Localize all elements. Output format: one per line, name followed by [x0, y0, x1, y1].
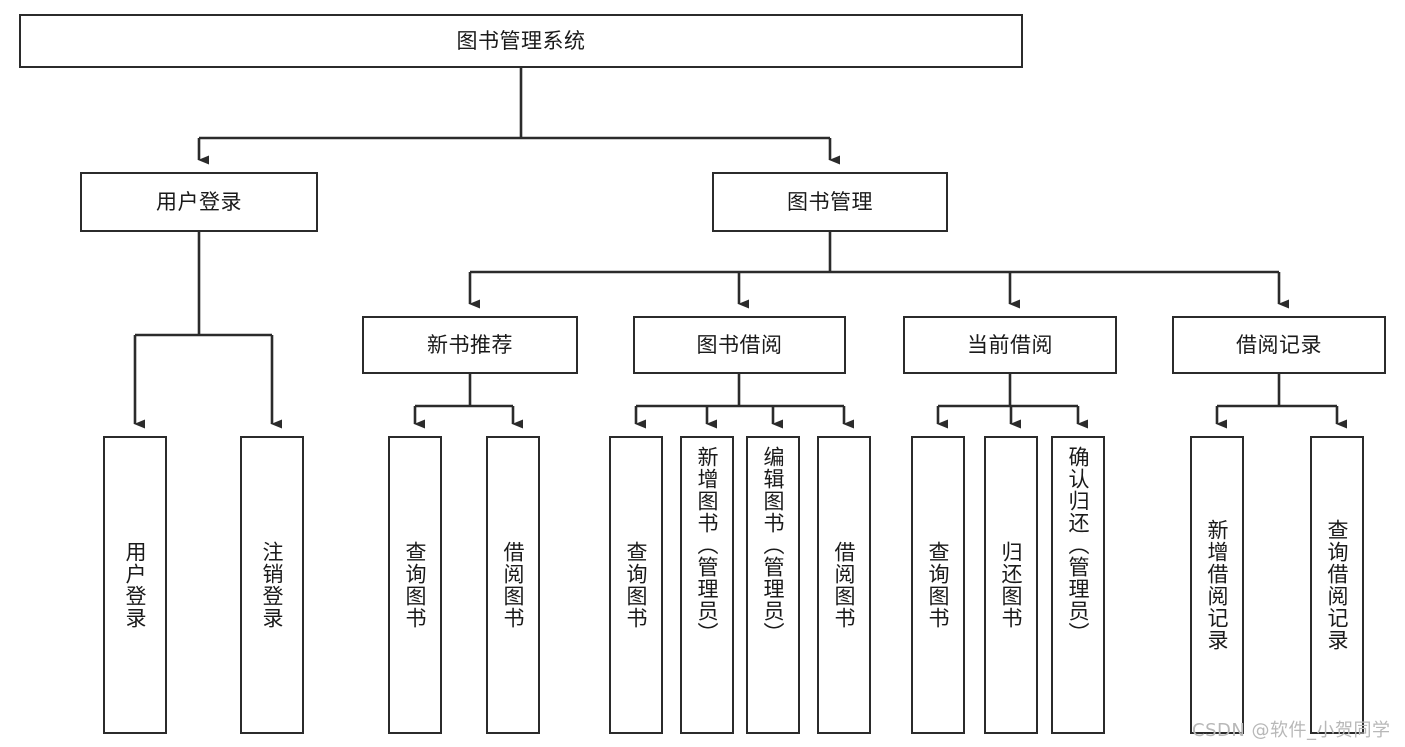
node-leaf-query-book-2[interactable]: 查询图书 [609, 436, 663, 734]
node-leaf-confirm-return[interactable]: 确认归还（管理员） [1051, 436, 1105, 734]
node-leaf-add-book-label: 新增图书（管理员） [695, 446, 720, 644]
node-current-borrow[interactable]: 当前借阅 [903, 316, 1117, 374]
node-user-login[interactable]: 用户登录 [80, 172, 318, 232]
node-new-book-recommend-label: 新书推荐 [427, 332, 513, 357]
node-leaf-edit-book[interactable]: 编辑图书（管理员） [746, 436, 800, 734]
node-leaf-borrow-book-2-label: 借阅图书 [832, 541, 857, 629]
node-leaf-add-book[interactable]: 新增图书（管理员） [680, 436, 734, 734]
node-leaf-edit-book-label: 编辑图书（管理员） [761, 446, 786, 644]
node-user-login-label: 用户登录 [156, 189, 242, 214]
node-leaf-logout[interactable]: 注销登录 [240, 436, 304, 734]
csdn-watermark: CSDN @软件_小贺同学 [1192, 720, 1391, 741]
node-leaf-query-book-2-label: 查询图书 [624, 541, 649, 629]
node-leaf-query-book-3-label: 查询图书 [926, 541, 951, 629]
node-book-borrow[interactable]: 图书借阅 [633, 316, 846, 374]
node-leaf-user-login-label: 用户登录 [123, 541, 148, 629]
node-leaf-add-record[interactable]: 新增借阅记录 [1190, 436, 1244, 734]
node-root[interactable]: 图书管理系统 [19, 14, 1023, 68]
node-new-book-recommend[interactable]: 新书推荐 [362, 316, 578, 374]
node-leaf-user-login[interactable]: 用户登录 [103, 436, 167, 734]
node-leaf-borrow-book-1-label: 借阅图书 [501, 541, 526, 629]
node-leaf-query-book-3[interactable]: 查询图书 [911, 436, 965, 734]
node-root-label: 图书管理系统 [456, 28, 586, 53]
node-leaf-return-book[interactable]: 归还图书 [984, 436, 1038, 734]
node-leaf-query-record[interactable]: 查询借阅记录 [1310, 436, 1364, 734]
node-leaf-borrow-book-1[interactable]: 借阅图书 [486, 436, 540, 734]
node-current-borrow-label: 当前借阅 [967, 332, 1053, 357]
node-borrow-record-label: 借阅记录 [1236, 332, 1322, 357]
node-leaf-query-record-label: 查询借阅记录 [1325, 519, 1350, 651]
node-leaf-borrow-book-2[interactable]: 借阅图书 [817, 436, 871, 734]
node-book-manage[interactable]: 图书管理 [712, 172, 948, 232]
node-leaf-query-book-1-label: 查询图书 [403, 541, 428, 629]
node-leaf-return-book-label: 归还图书 [999, 541, 1024, 629]
node-borrow-record[interactable]: 借阅记录 [1172, 316, 1386, 374]
node-book-manage-label: 图书管理 [787, 189, 873, 214]
node-leaf-query-book-1[interactable]: 查询图书 [388, 436, 442, 734]
node-leaf-logout-label: 注销登录 [260, 541, 285, 629]
node-book-borrow-label: 图书借阅 [696, 332, 783, 357]
node-leaf-add-record-label: 新增借阅记录 [1205, 519, 1230, 651]
node-leaf-confirm-return-label: 确认归还（管理员） [1066, 446, 1091, 644]
